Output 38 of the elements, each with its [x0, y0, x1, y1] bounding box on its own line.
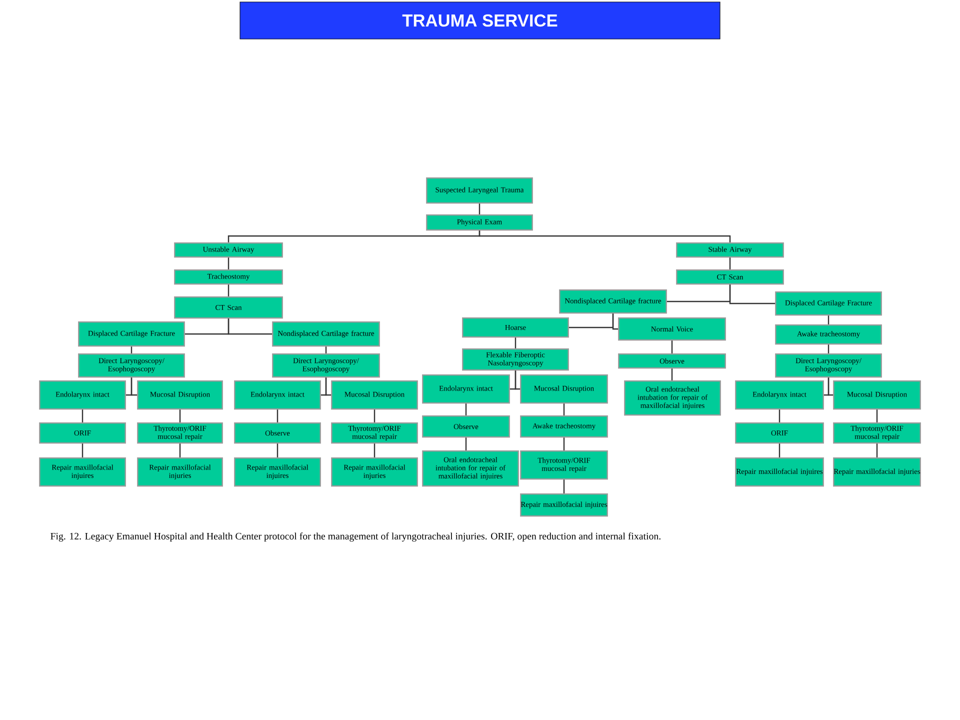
connector-line: [82, 444, 84, 458]
connector-line: [465, 404, 467, 416]
connector-line: [729, 284, 776, 304]
connector-line: [325, 378, 332, 396]
connector-line: [276, 410, 278, 422]
connector-line: [828, 378, 834, 396]
figure-caption: Fig. 12. Legacy Emanuel Hospital and Health Center protocol for the management of laryngotracheal injuries. ORIF, open reduction and internal fixation.: [50, 532, 660, 542]
connector-line: [276, 444, 278, 458]
connector-line: [374, 444, 376, 458]
connector-line: [228, 284, 230, 296]
connector-line: [778, 444, 780, 458]
connector-line: [374, 410, 376, 422]
connector-line: [228, 258, 230, 270]
connector-line: [612, 314, 618, 330]
connector-line: [325, 346, 327, 354]
connector-line: [671, 368, 673, 380]
connector-line: [828, 344, 830, 354]
connector-line: [563, 480, 565, 494]
connector-line: [82, 410, 84, 422]
connector-line: [729, 258, 731, 270]
connector-line: [478, 230, 731, 242]
connector-line: [179, 410, 181, 422]
connector-line: [228, 318, 272, 335]
connector-line: [465, 438, 467, 450]
connector-line: [179, 444, 181, 458]
connector-line: [876, 444, 878, 458]
connector-line: [478, 204, 480, 214]
connector-line: [828, 316, 830, 324]
connector-line: [130, 346, 132, 354]
connector-line: [563, 404, 565, 416]
connector-line: [130, 378, 138, 396]
connector-line: [514, 338, 516, 348]
connector-line: [778, 410, 780, 422]
title-banner: TRAUMA SERVICE: [240, 2, 720, 40]
connector-line: [876, 410, 878, 422]
connector-line: [563, 438, 565, 450]
connector-line: [671, 340, 673, 354]
connector-line: [514, 370, 520, 390]
